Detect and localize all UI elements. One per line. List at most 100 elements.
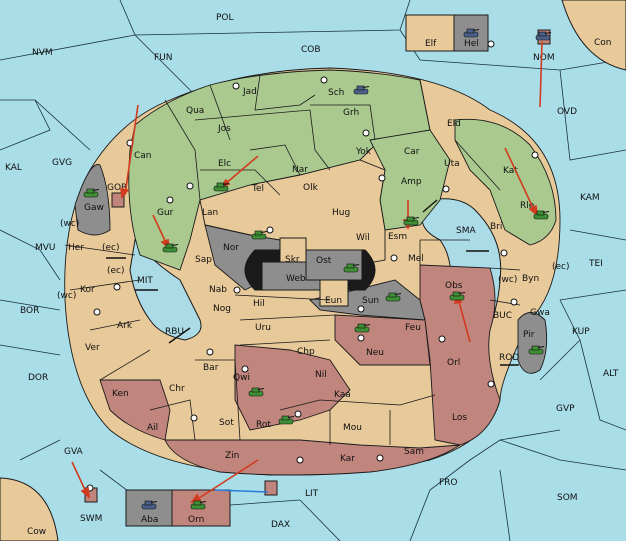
tank-unit-orn[interactable] [190,500,207,510]
region-lit-box[interactable] [264,480,278,496]
label-uru: Uru [255,323,271,333]
label-buc: BUC [493,311,512,321]
label-con: Con [594,38,612,48]
label-ail: Ail [147,423,158,433]
label-orn: Orn [188,515,204,525]
label-bri: Bri [490,222,502,232]
region-elf[interactable] [405,14,455,52]
label-kam: KAM [580,193,600,203]
label-qua: Qua [186,106,204,116]
region-gor[interactable] [111,192,125,208]
tank-unit-tel[interactable] [213,182,230,192]
label-elf: Elf [425,39,437,49]
label-orl: Orl [447,358,460,368]
label-yok: Yok [355,147,372,157]
tank-unit-gor[interactable] [83,188,100,198]
label-kor: Kor [80,285,95,295]
label-elc: Elc [218,159,231,169]
label-gor: GOR [107,183,127,193]
label-nvm: NVM [32,48,53,58]
tank-unit-nom[interactable] [535,31,552,41]
region-labels: POL COB NVM FUN Elf Hel NOM Con OVD KAL … [5,13,619,537]
label-pol: POL [216,13,234,23]
label-alt: ALT [603,369,619,379]
supply-centers [86,40,539,492]
label-swm: SWM [80,514,102,524]
label-hil: Hil [253,299,265,309]
label-neu: Neu [366,348,384,358]
region-skr[interactable] [279,237,307,265]
tank-unit-rot[interactable] [278,415,295,425]
tank-unit-esm[interactable] [403,216,420,226]
spiral-continent [64,29,561,503]
label-kal: KAL [5,163,22,173]
province-borders [64,74,521,445]
tank-unit-qwi[interactable] [248,387,265,397]
label-lan: Lan [202,208,218,218]
tank-unit-ost[interactable] [343,263,360,273]
label-cob: COB [301,45,321,55]
label-nar: Nar [292,165,308,175]
label-wc2: (wc) [498,275,517,285]
label-los: Los [452,413,467,423]
label-lit: LIT [305,489,319,499]
label-rle: Rle [520,201,535,211]
label-skr: Skr [285,255,300,265]
label-dax: DAX [271,520,290,530]
label-wc1: (wc) [60,219,79,229]
tank-unit-obs[interactable] [449,291,466,301]
label-rod: ROD [499,353,519,363]
label-gur: Gur [157,208,174,218]
tank-unit-pir[interactable] [528,345,545,355]
label-kaa: Kaa [334,390,351,400]
label-mit: MIT [137,276,153,286]
label-ec2: (ec) [552,262,570,272]
label-mvu: MVU [35,243,56,253]
label-grh: Grh [343,108,359,118]
label-sma: SMA [456,226,476,236]
label-som: SOM [557,493,578,503]
tank-unit-feu[interactable] [354,323,371,333]
label-ark: Ark [117,321,133,331]
tank-unit-gur[interactable] [162,243,179,253]
label-jad: Jad [242,87,257,97]
label-hug: Hug [332,208,350,218]
label-bar: Bar [203,363,219,373]
label-ovd: OVD [557,107,577,117]
label-hel: Hel [464,39,479,49]
label-bor: BOR [20,306,39,316]
tank-unit-aba[interactable] [141,500,158,510]
label-amp: Amp [401,177,422,187]
region-eun[interactable] [319,279,349,307]
label-wc3: (wc) [57,291,76,301]
label-sch: Sch [328,88,344,98]
label-olk: Olk [303,183,319,193]
tank-unit-hel[interactable] [463,28,480,38]
label-jos: Jos [217,124,231,134]
label-wil: Wil [356,233,370,243]
label-cow: Cow [27,527,46,537]
label-mou: Mou [343,423,362,433]
label-qwi: Qwi [233,373,250,383]
label-sap: Sap [195,255,212,265]
label-gva: GVA [64,447,84,457]
label-esm: Esm [388,232,407,242]
label-eld: Eld [447,119,461,129]
label-mel: Mel [408,254,424,264]
label-her: Her [68,243,84,253]
tank-unit-nor[interactable] [251,230,268,240]
label-sun: Sun [362,296,379,306]
label-car: Car [404,147,420,157]
label-chr: Chr [169,384,185,394]
label-kat: Kat [503,166,518,176]
tank-unit-kat[interactable] [533,210,550,220]
tank-unit-sun[interactable] [385,292,402,302]
label-fro: FRO [439,478,458,488]
tank-unit-sch[interactable] [353,85,370,95]
label-byn: Byn [522,274,539,284]
label-tel: Tel [251,184,264,194]
label-gaw: Gaw [84,203,104,213]
label-pir: Pir [523,330,535,340]
label-ec3: (ec) [107,266,125,276]
